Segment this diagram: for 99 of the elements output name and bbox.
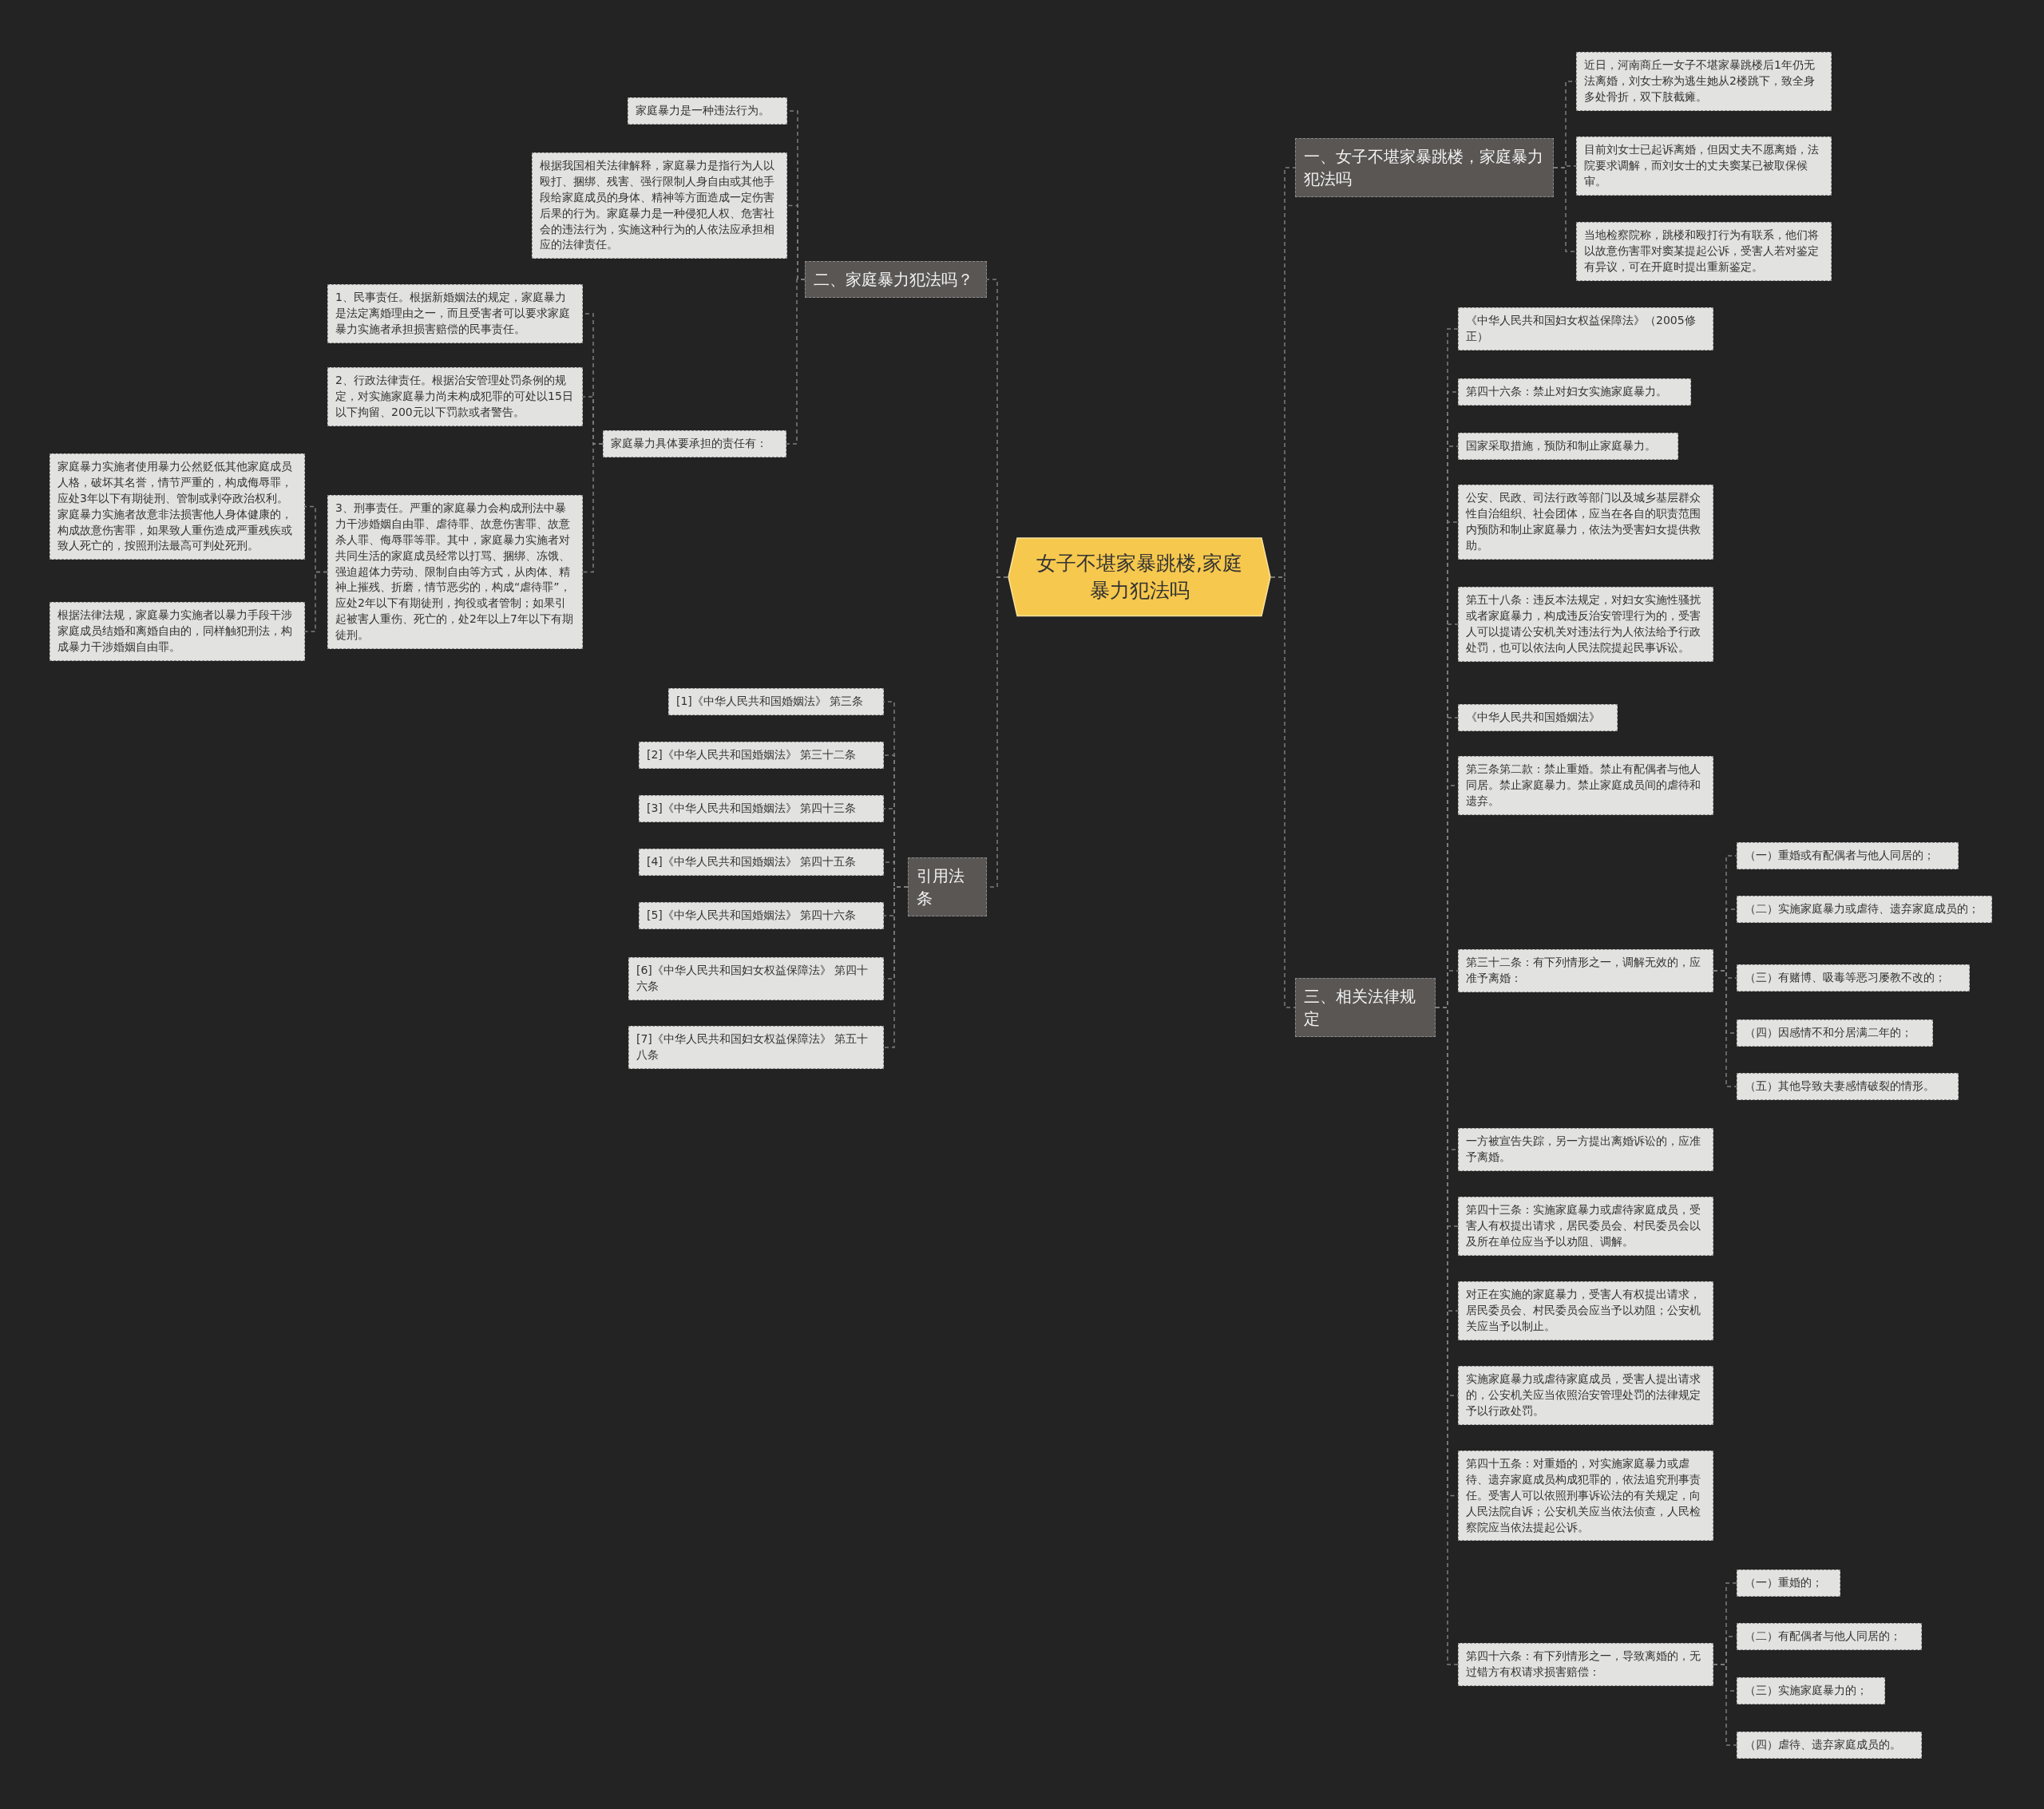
note-box: [1576, 52, 1832, 111]
branch-topic-box: [1295, 138, 1554, 197]
note-box: [1737, 964, 1970, 992]
branch-topic-box: [908, 857, 987, 916]
node-text: [7]《中华人民共和国妇女权益保障法》 第五十八条: [636, 1031, 869, 1063]
node-text: 家庭暴力具体要承担的责任有：: [611, 436, 768, 451]
connector-line: [304, 571, 328, 632]
note-box: [50, 602, 305, 661]
node-text: [6]《中华人民共和国妇女权益保障法》 第四十六条: [636, 963, 869, 994]
node-text: [3]《中华人民共和国婚姻法》 第四十三条: [647, 801, 858, 816]
note-box: [1458, 1451, 1713, 1542]
note-box: [1737, 1677, 1885, 1704]
node-text: [4]《中华人民共和国婚姻法》 第四十五条: [647, 854, 858, 869]
note-box: [1737, 1623, 1922, 1650]
note-box: [639, 849, 884, 876]
node-text: （二）实施家庭暴力或虐待、遗弃家庭成员的；: [1745, 901, 1980, 916]
note-box: [1458, 1643, 1713, 1686]
node-text: （四）因感情不和分居满二年的；: [1745, 1025, 1913, 1040]
node-text: 女子不堪家暴跳楼,家庭暴力犯法吗: [1036, 551, 1243, 604]
note-box: [1737, 1073, 1959, 1100]
node-text: （三）实施家庭暴力的；: [1745, 1683, 1868, 1698]
node-text: 第四十六条：禁止对妇女实施家庭暴力。: [1466, 384, 1668, 399]
node-text: 《中华人民共和国妇女权益保障法》（2005修正）: [1466, 313, 1697, 344]
connector-line: [786, 279, 806, 445]
note-box: [1737, 1570, 1840, 1597]
note-box: [1458, 307, 1713, 350]
note-box: [1576, 137, 1832, 196]
note-box: [1458, 756, 1713, 815]
connector-line: [1270, 576, 1296, 1008]
node-text: 1、民事责任。根据新婚姻法的规定，家庭暴力是法定离婚理由之一，而且受害者可以要求家庭暴力实施者承担损害赔偿的民事责任。: [335, 290, 571, 337]
node-text: [5]《中华人民共和国婚姻法》 第四十六条: [647, 908, 858, 923]
node-text: 公安、民政、司法行政等部门以及城乡基层群众性自治组织、社会团体，应当在各自的职责范围内预防和制止家庭暴力，依法为受害妇女提供救助。: [1466, 490, 1701, 553]
note-box: [603, 430, 786, 457]
node-text: 目前刘女士已起诉离婚，但因丈夫不愿离婚，法院要求调解，而刘女士的丈夫窦某已被取保候审。: [1584, 142, 1820, 189]
connector-line: [883, 886, 909, 1048]
node-text: 实施家庭暴力或虐待家庭成员，受害人提出请求的，公安机关应当依照治安管理处罚的法律规定予以行政处罚。: [1466, 1372, 1701, 1419]
branch-topic-box: [1295, 978, 1436, 1037]
node-text: 家庭暴力是一种违法行为。: [636, 103, 770, 118]
note-box: [628, 97, 787, 125]
node-text: [2]《中华人民共和国婚姻法》 第三十二条: [647, 747, 858, 762]
note-box: [1737, 1732, 1922, 1759]
branch-topic-box: [805, 261, 987, 298]
note-box: [1458, 378, 1691, 406]
connector-line: [1553, 167, 1577, 252]
note-box: [1458, 1366, 1713, 1425]
connector-line: [1713, 970, 1737, 1087]
node-text: 引用法条: [917, 865, 965, 909]
note-box: [1458, 485, 1713, 560]
node-text: 第三十二条：有下列情形之一，调解无效的，应准予离婚：: [1466, 955, 1701, 986]
note-box: [668, 688, 884, 715]
note-box: [50, 453, 305, 560]
note-box: [1458, 433, 1678, 460]
node-text: 国家采取措施，预防和制止家庭暴力。: [1466, 438, 1657, 453]
node-text: 当地检察院称，跳楼和殴打行为有联系，他们将以故意伤害罪对窦某提起公诉，受害人若对鉴定有异议，可在开庭时提出重新鉴定。: [1584, 228, 1820, 275]
note-box: [1576, 222, 1832, 281]
note-box: [639, 742, 884, 769]
node-text: （二）有配偶者与他人同居的；: [1745, 1629, 1902, 1644]
node-text: [1]《中华人民共和国婚姻法》 第三条: [676, 694, 865, 709]
note-box: [1458, 1128, 1713, 1171]
node-text: 第三条第二款：禁止重婚。禁止有配偶者与他人同居。禁止家庭暴力。禁止家庭成员间的虐待和遗弃。: [1466, 762, 1701, 809]
connector-line: [582, 443, 604, 573]
note-box: [1737, 842, 1959, 869]
note-box: [1458, 949, 1713, 992]
node-text: （一）重婚的；: [1745, 1575, 1824, 1590]
note-box: [1458, 1281, 1713, 1340]
note-box: [532, 152, 787, 259]
node-text: 2、行政法律责任。根据治安管理处罚条例的规定，对实施家庭暴力尚未构成犯罪的可处以15日以下拘留、200元以下罚款或者警告。: [335, 373, 574, 420]
note-box: [327, 367, 583, 426]
node-text: 3、刑事责任。严重的家庭暴力会构成刑法中暴力干涉婚姻自由罪、虐待罪、故意伤害罪、故意杀人罪、侮辱罪等罪。其中，家庭暴力实施者对共同生活的家庭成员经常以打骂、捆绑、冻饿、强迫超体力劳动、限制自由等方式，从肉体、精神上摧残、折磨，情节恶劣的，构成“虐待罪”，应处2年以下有期徒刑，拘役或者管制；如果引起被害人重伤、死亡的，处2年以上7年以下有期徒刑。: [335, 501, 574, 643]
node-text: 近日，河南商丘一女子不堪家暴跳楼后1年仍无法离婚，刘女士称为逃生她从2楼跳下，致全身多处骨折，双下肢截瘫。: [1584, 57, 1816, 105]
node-text: 三、相关法律规定: [1304, 986, 1416, 1030]
note-box: [1737, 1019, 1933, 1047]
node-text: 二、家庭暴力犯法吗？: [814, 269, 974, 291]
node-text: （四）虐待、遗弃家庭成员的。: [1745, 1737, 1902, 1752]
node-text: 对正在实施的家庭暴力，受害人有权提出请求，居民委员会、村民委员会应当予以劝阻；公安机关应当予以制止。: [1466, 1287, 1701, 1334]
node-text: 第五十八条：违反本法规定，对妇女实施性骚扰或者家庭暴力，构成违反治安管理行为的，受害人可以提请公安机关对违法行为人依法给予行政处罚，也可以依法向人民法院提起民事诉讼。: [1466, 592, 1701, 655]
node-text: 第四十六条：有下列情形之一，导致离婚的，无过错方有权请求损害赔偿：: [1466, 1649, 1701, 1680]
note-box: [1458, 704, 1618, 731]
note-box: [628, 1026, 884, 1069]
connector-line: [1713, 1664, 1737, 1746]
note-box: [1458, 1197, 1713, 1256]
node-text: （三）有赌博、吸毒等恶习屡教不改的；: [1745, 970, 1947, 985]
note-box: [639, 902, 884, 929]
node-text: 第四十五条：对重婚的，对实施家庭暴力或虐待、遗弃家庭成员构成犯罪的，依法追究刑事责任。受害人可以依照刑事诉讼法的有关规定，向人民法院自诉；公安机关应当依法侦查，人民检察院应当依法提起公诉。: [1466, 1456, 1701, 1535]
note-box: [639, 795, 884, 822]
node-text: 家庭暴力实施者使用暴力公然贬低其他家庭成员人格，破坏其名誉，情节严重的，构成侮辱罪，应处3年以下有期徒刑、管制或剥夺政治权利。家庭暴力实施者故意非法损害他人身体健康的，构成故意伤害罪，如果致人重伤造成严重残疾或致人死亡的，按照刑法最高可判处死刑。: [57, 459, 293, 554]
node-text: （一）重婚或有配偶者与他人同居的；: [1745, 848, 1935, 863]
node-text: 第四十三条：实施家庭暴力或虐待家庭成员，受害人有权提出请求，居民委员会、村民委员会以及所在单位应当予以劝阻、调解。: [1466, 1202, 1701, 1249]
note-box: [1737, 896, 1992, 923]
central-topic-hexagon: [1008, 537, 1271, 617]
note-box: [628, 957, 884, 1000]
node-text: 《中华人民共和国婚姻法》: [1466, 710, 1601, 725]
note-box: [327, 284, 583, 343]
node-text: 根据我国相关法律解释，家庭暴力是指行为人以殴打、捆绑、残害、强行限制人身自由或其他手段给家庭成员的身体、精神等方面造成一定伤害后果的行为。家庭暴力是一种侵犯人权、危害社会的违法行为，实施这种行为的人依法应承担相应的法律责任。: [540, 158, 775, 253]
node-text: 根据法律法规，家庭暴力实施者以暴力手段干涉家庭成员结婚和离婚自由的，同样触犯刑法，构成暴力干涉婚姻自由罪。: [57, 608, 293, 655]
note-box: [1458, 587, 1713, 662]
node-text: （五）其他导致夫妻感情破裂的情形。: [1745, 1079, 1935, 1094]
node-text: 一、女子不堪家暴跳楼，家庭暴力犯法吗: [1304, 146, 1544, 190]
node-text: 一方被宣告失踪，另一方提出离婚诉讼的，应准予离婚。: [1466, 1134, 1701, 1165]
